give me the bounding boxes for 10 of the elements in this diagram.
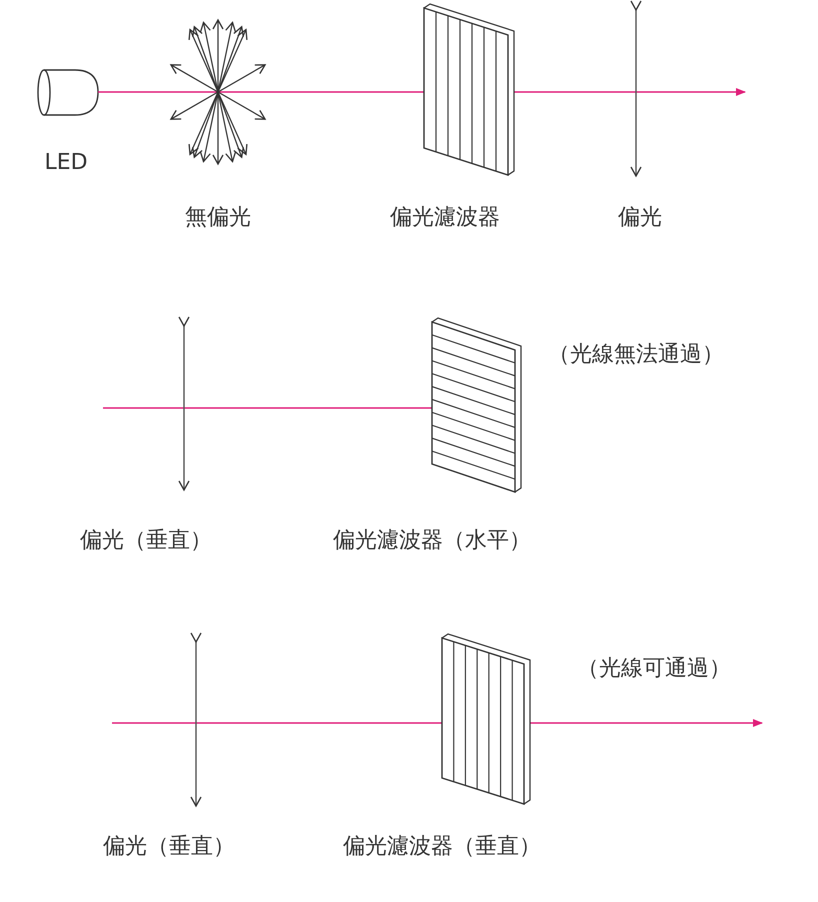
caption-text: LED: [44, 150, 88, 176]
caption-text: 偏光濾波器: [390, 205, 500, 232]
caption-text: 無偏光: [185, 205, 251, 232]
caption-text: 偏光濾波器（垂直）: [343, 834, 541, 860]
caption-text: 偏光（垂直）: [103, 834, 235, 860]
caption-text: 偏光（垂直）: [80, 528, 212, 554]
caption-text: 偏光: [618, 205, 662, 232]
caption-text: （光線無法通過）: [548, 342, 724, 368]
caption-text: （光線可通過）: [577, 656, 731, 682]
caption-text: 偏光濾波器（水平）: [333, 528, 531, 554]
